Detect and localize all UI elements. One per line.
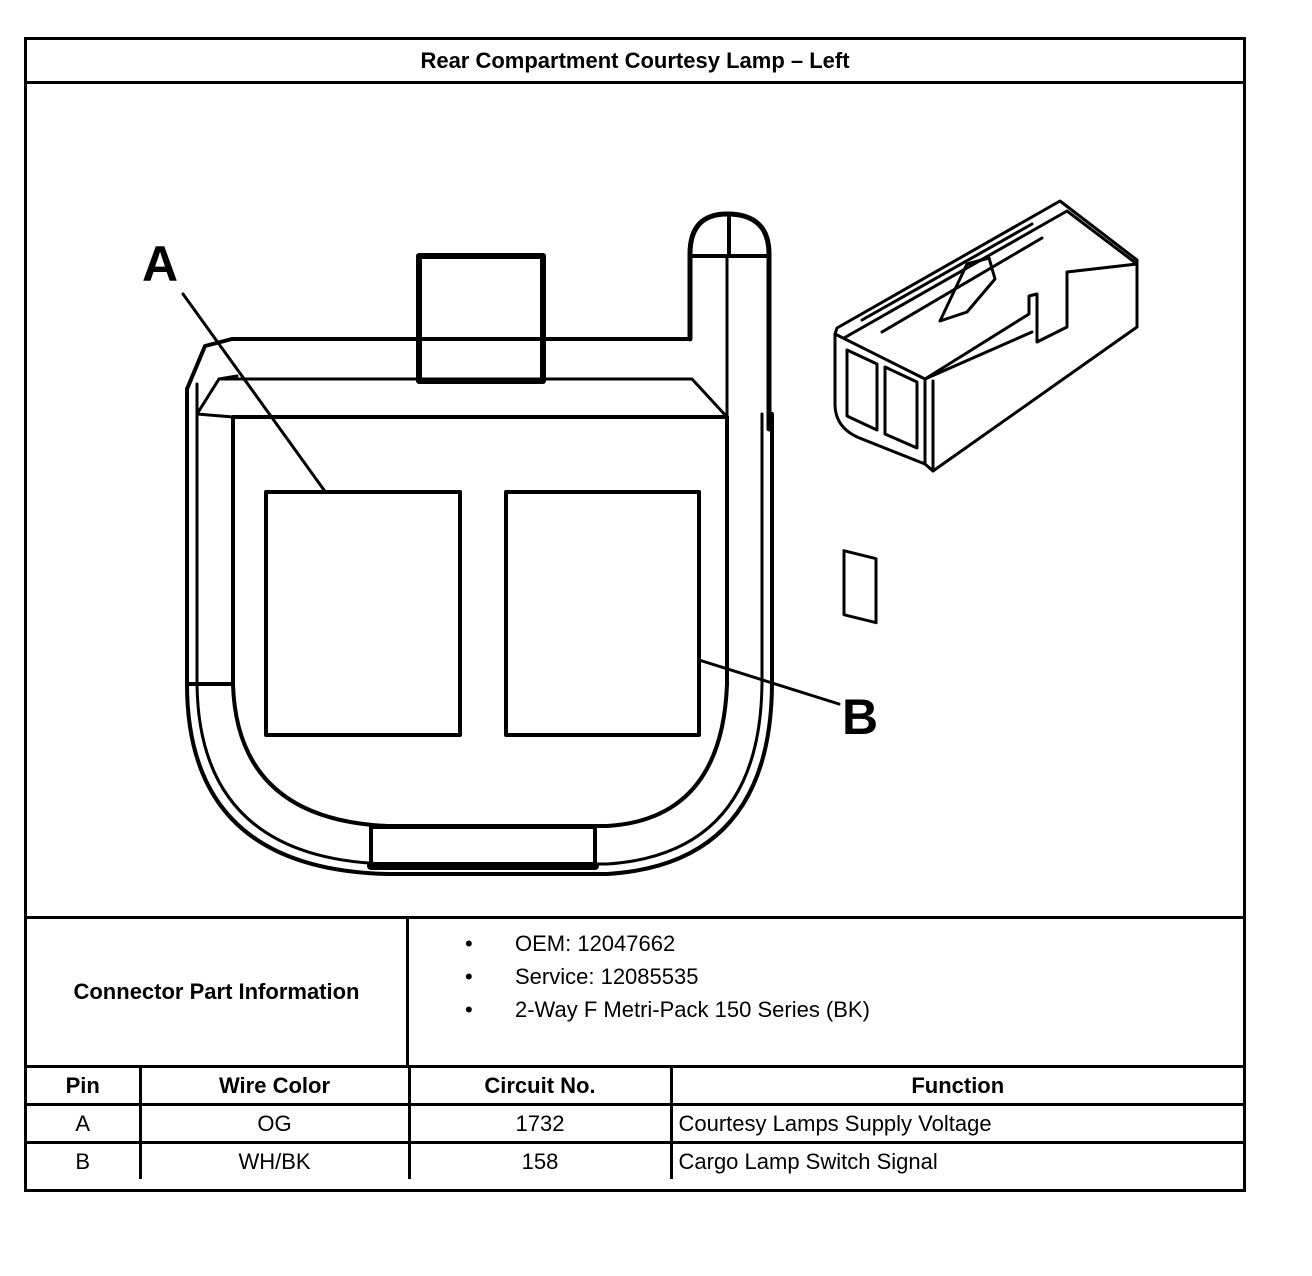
connector-part-info: Connector Part Information OEM: 12047662…	[27, 916, 1243, 1068]
bottom-tab	[369, 825, 597, 869]
header-pin: Pin	[27, 1068, 142, 1106]
connector-part-info-label: Connector Part Information	[27, 919, 409, 1065]
cell-wire-color: WH/BK	[138, 1141, 411, 1179]
table-row: A OG 1732 Courtesy Lamps Supply Voltage	[27, 1103, 1243, 1144]
connector-chamfer	[185, 337, 234, 391]
callout-b-label: B	[842, 689, 878, 745]
connector-diagram: A B	[27, 84, 1243, 916]
right-tower	[687, 211, 772, 432]
connector-outer-outline	[185, 387, 774, 876]
top-latch	[416, 253, 546, 384]
connector-iso-view	[833, 199, 1139, 625]
info-item-oem: OEM: 12047662	[409, 927, 1243, 960]
cell-pin: A	[27, 1103, 142, 1144]
cell-function: Courtesy Lamps Supply Voltage	[669, 1103, 1243, 1144]
cell-function: Cargo Lamp Switch Signal	[669, 1141, 1243, 1179]
info-item-service: Service: 12085535	[409, 960, 1243, 993]
pin-table-header: Pin Wire Color Circuit No. Function	[27, 1068, 1243, 1106]
connector-sheet: Rear Compartment Courtesy Lamp – Left	[24, 37, 1246, 1192]
header-circuit-no: Circuit No.	[407, 1068, 673, 1106]
connector-drawing: A B	[142, 199, 1139, 876]
callout-b-leader	[697, 658, 841, 706]
cell-circuit-no: 158	[407, 1141, 673, 1179]
info-item-series: 2-Way F Metri-Pack 150 Series (BK)	[409, 993, 1243, 1026]
pin-table: Pin Wire Color Circuit No. Function A OG…	[27, 1068, 1243, 1179]
header-function: Function	[669, 1068, 1243, 1106]
cell-wire-color: OG	[138, 1103, 411, 1144]
connector-part-info-list: OEM: 12047662 Service: 12085535 2-Way F …	[409, 919, 1243, 1073]
callout-a-leader	[181, 292, 326, 492]
callout-a-label: A	[142, 236, 178, 292]
sheet-title: Rear Compartment Courtesy Lamp – Left	[27, 40, 1243, 84]
header-wire-color: Wire Color	[138, 1068, 411, 1106]
cavity-b	[504, 490, 701, 737]
cell-pin: B	[27, 1141, 142, 1179]
cavity-a	[264, 490, 462, 737]
connector-face	[231, 415, 729, 828]
table-row: B WH/BK 158 Cargo Lamp Switch Signal	[27, 1141, 1243, 1179]
cell-circuit-no: 1732	[407, 1103, 673, 1144]
